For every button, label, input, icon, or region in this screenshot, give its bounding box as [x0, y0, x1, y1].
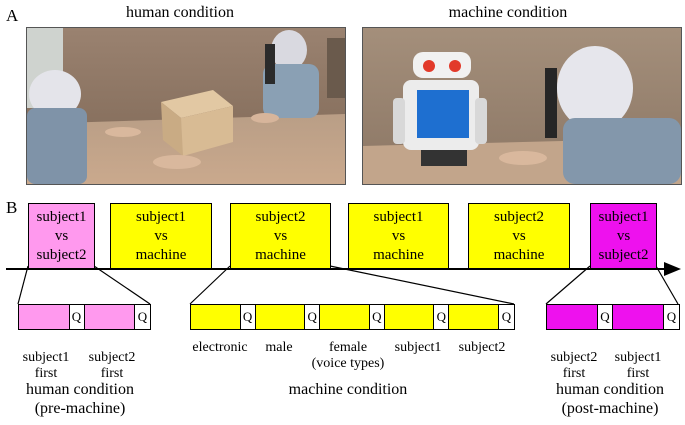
human-condition-photo — [26, 27, 346, 185]
segment-subject2-first — [84, 305, 135, 329]
panel-letter-a: A — [6, 6, 19, 25]
segment-male — [255, 305, 306, 329]
segment-subject2-first — [547, 305, 598, 329]
questionnaire-segment: Q — [240, 305, 256, 329]
session-text: machine — [373, 246, 424, 263]
label-subject2-first-post: subject2 first — [550, 350, 598, 381]
session-text: vs — [391, 227, 406, 244]
post-machine-bar: Q Q — [546, 304, 680, 330]
pre-machine-bar: Q Q — [18, 304, 151, 330]
segment-female — [320, 305, 370, 329]
session-text: vs — [616, 227, 631, 244]
questionnaire-segment: Q — [664, 305, 679, 329]
session-text: subject2 — [255, 208, 306, 225]
session-block: subject2 vs machine — [230, 203, 331, 269]
questionnaire-segment: Q — [434, 305, 450, 329]
zoom-line — [189, 265, 231, 305]
questionnaire-segment: Q — [598, 305, 613, 329]
session-text: vs — [54, 227, 69, 244]
label-subject1-first-post: subject1 first — [614, 350, 662, 381]
post-machine-caption: human condition (post-machine) — [556, 381, 664, 417]
panel-letter-b: B — [6, 198, 18, 217]
label-subject1-first: subject1 first — [22, 350, 70, 381]
label-subject2-first: subject2 first — [88, 350, 136, 381]
session-block: subject2 vs machine — [468, 203, 570, 269]
session-text: machine — [493, 246, 545, 263]
session-text: subject1 — [136, 208, 186, 225]
label-electronic: electronic — [192, 340, 248, 355]
timeline-arrowhead — [664, 262, 681, 276]
machine-bar: Q Q Q Q Q — [190, 304, 515, 330]
session-text: vs — [154, 227, 168, 244]
machine-condition-photo — [362, 27, 682, 185]
segment-subject1-first — [19, 305, 70, 329]
questionnaire-segment: Q — [135, 305, 150, 329]
label-female-voice-types: female (voice types) — [311, 340, 385, 371]
human-condition-title: human condition — [126, 4, 234, 21]
segment-subject2 — [449, 305, 499, 329]
label-subject1: subject1 — [394, 340, 442, 355]
segment-subject1-first — [613, 305, 664, 329]
session-text: machine — [135, 246, 187, 263]
zoom-line — [545, 265, 591, 305]
session-block: subject1 vs subject2 — [590, 203, 657, 269]
zoom-line — [329, 265, 515, 305]
session-text: subject1 — [36, 208, 87, 225]
session-text: subject1 — [373, 208, 424, 225]
questionnaire-segment: Q — [305, 305, 321, 329]
session-text: vs — [273, 227, 288, 244]
session-block: subject1 vs machine — [348, 203, 449, 269]
zoom-line — [17, 265, 29, 305]
machine-condition-scene — [363, 28, 681, 184]
session-text: subject2 — [36, 246, 87, 263]
label-subject2: subject2 — [458, 340, 506, 355]
human-condition-scene — [27, 28, 345, 184]
pre-machine-caption: human condition (pre-machine) — [26, 381, 134, 417]
session-text: subject2 — [494, 208, 544, 225]
segment-subject1 — [384, 305, 435, 329]
session-text: machine — [255, 246, 306, 263]
zoom-line — [655, 265, 679, 305]
segment-electronic — [191, 305, 241, 329]
questionnaire-segment: Q — [369, 305, 385, 329]
questionnaire-segment: Q — [498, 305, 514, 329]
machine-caption: machine condition — [288, 381, 408, 398]
session-text: vs — [512, 227, 526, 244]
session-text: subject1 — [598, 208, 649, 225]
session-text: subject2 — [598, 246, 649, 263]
zoom-line — [93, 265, 151, 305]
label-male: male — [265, 340, 293, 355]
session-block: subject1 vs subject2 — [28, 203, 95, 269]
questionnaire-segment: Q — [69, 305, 85, 329]
session-block: subject1 vs machine — [110, 203, 212, 269]
machine-condition-title: machine condition — [448, 4, 568, 21]
